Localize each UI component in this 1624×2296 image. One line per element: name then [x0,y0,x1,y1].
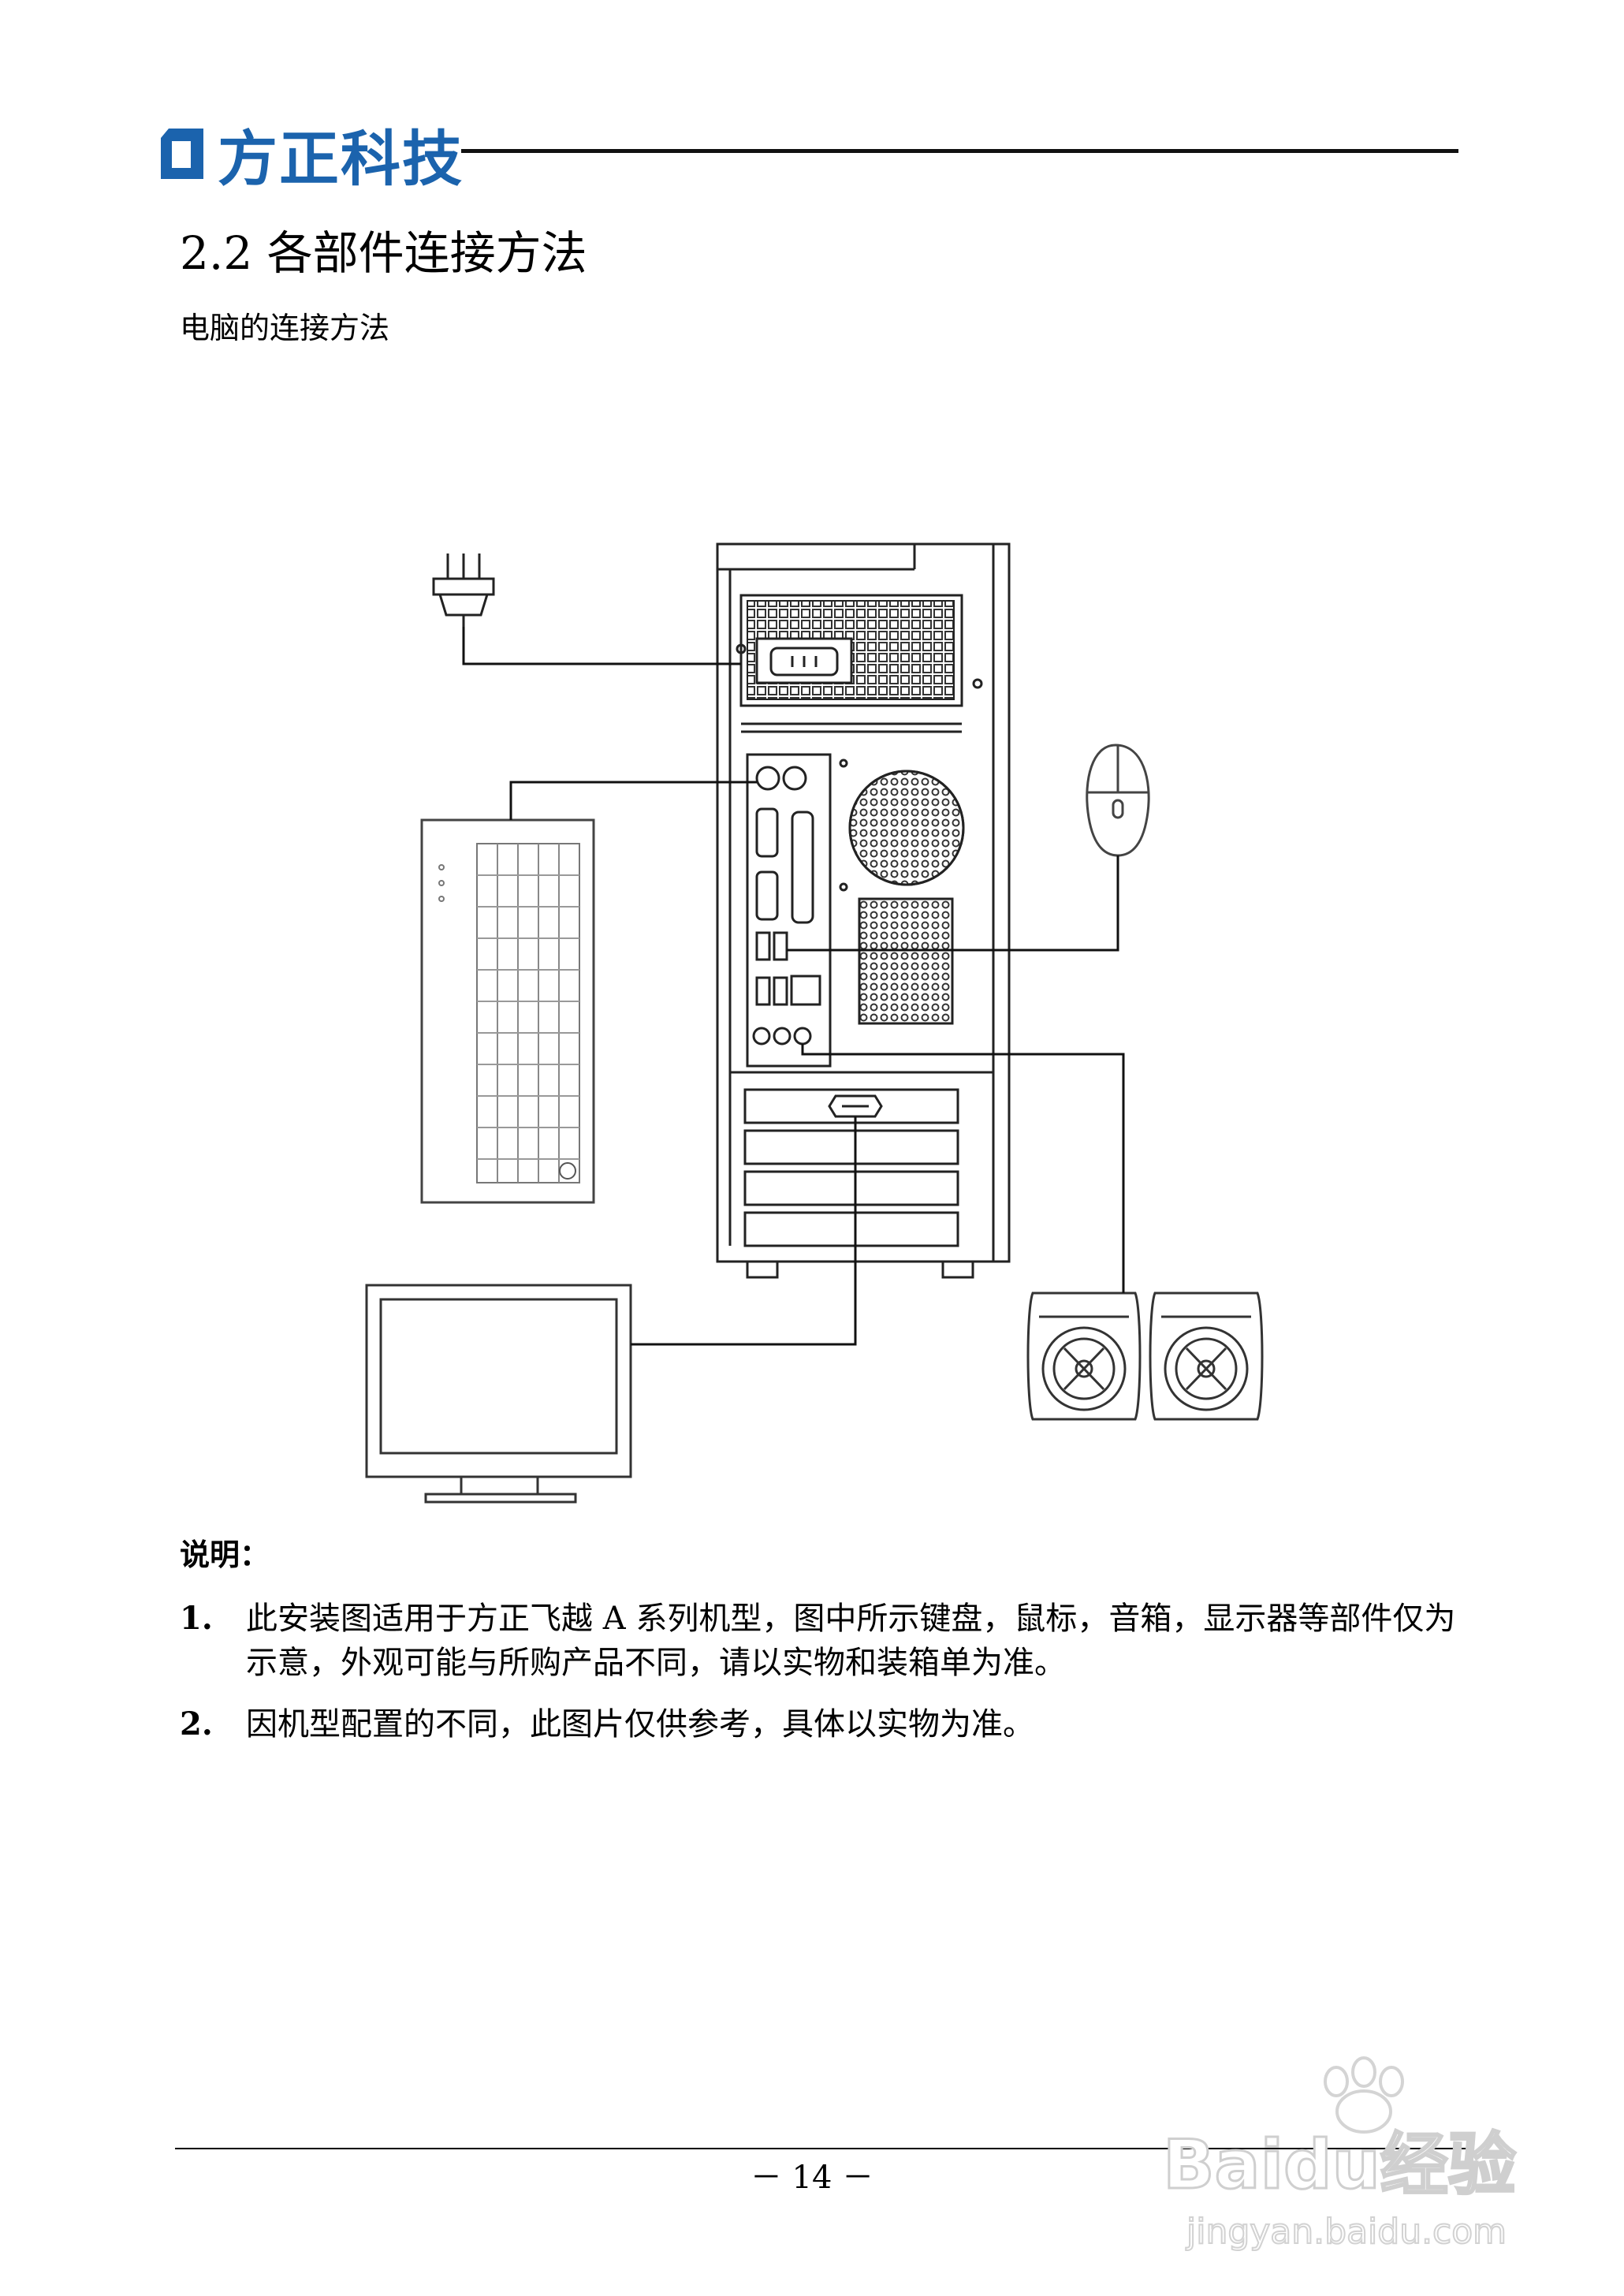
page-number: － 14 － [750,2160,874,2196]
connection-cables [462,627,1125,1346]
notes-list: 1. 此安装图适用于方正飞越 A 系列机型，图中所示键盘，鼠标，音箱，显示器等部… [180,1597,1465,1764]
speaker-right-icon [1149,1292,1264,1421]
logo-mark-icon [161,129,203,179]
list-item-text: 因机型配置的不同，此图片仅供参考，具体以实物为准。 [246,1706,1034,1742]
logo-text: 方正科技 [218,124,464,194]
company-logo: 方正科技 [158,118,464,194]
mouse-icon [1086,744,1150,857]
power-plug-icon [432,554,495,627]
speaker-left-icon [1026,1292,1142,1421]
list-item: 2. 因机型配置的不同，此图片仅供参考，具体以实物为准。 [180,1702,1465,1746]
section-title: 2.2 各部件连接方法 [180,226,587,280]
keyboard-icon [420,818,595,1204]
header-rule [461,149,1458,153]
connection-diagram [365,542,1264,1504]
notes-title: 说明： [180,1537,270,1572]
computer-tower-icon [716,542,1011,1279]
watermark-brand: Baidu经验 [1163,2126,1516,2205]
watermark-url: jingyan.baidu.com [1186,2212,1507,2252]
list-item-text: 此安装图适用于方正飞越 A 系列机型，图中所示键盘，鼠标，音箱，显示器等部件仅为… [246,1601,1456,1681]
list-item-number: 2. [180,1705,213,1742]
list-item: 1. 此安装图适用于方正飞越 A 系列机型，图中所示键盘，鼠标，音箱，显示器等部… [180,1597,1465,1685]
monitor-icon [365,1284,632,1504]
list-item-number: 1. [180,1600,213,1637]
baidu-watermark: Baidu经验 jingyan.baidu.com [1162,2056,1517,2253]
section-subtitle: 电脑的连接方法 [180,311,390,345]
footer-rule [175,2148,1468,2149]
